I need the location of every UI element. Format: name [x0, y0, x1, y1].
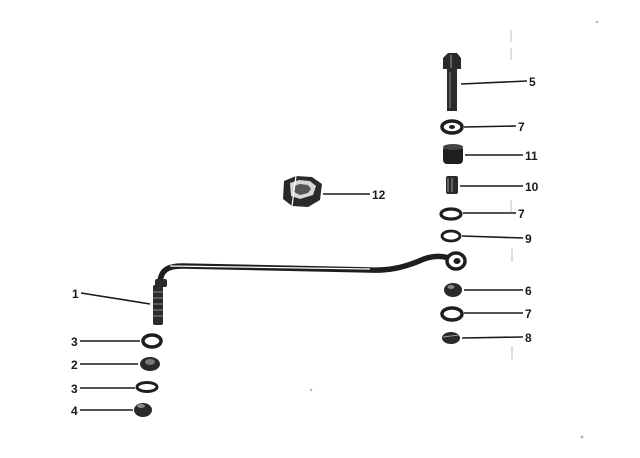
callout-4: 4: [71, 404, 78, 418]
leader-5: [460, 80, 528, 85]
callout-8: 8: [525, 331, 532, 345]
leader-8: [461, 336, 524, 339]
washer-icon: [440, 119, 464, 135]
callout-7: 7: [525, 307, 532, 321]
callout-labels: 1 3 2 3 4 12 5 7 11 10 7 9 6 7 8: [71, 75, 539, 418]
callout-7: 7: [518, 120, 525, 134]
link-rod-icon: [153, 251, 467, 325]
callout-11: 11: [525, 149, 538, 163]
callout-7: 7: [518, 207, 525, 221]
callout-6: 6: [525, 284, 532, 298]
washer-icon: [141, 333, 163, 349]
nut-icon: [444, 283, 462, 297]
bolt-icon: [443, 53, 461, 111]
callout-5: 5: [529, 75, 536, 89]
callout-1: 1: [72, 287, 79, 301]
washer-icon: [439, 207, 463, 221]
callout-3: 3: [71, 382, 78, 396]
leader-9: [461, 235, 524, 239]
nut-icon: [442, 332, 460, 344]
scan-artifacts: [309, 20, 599, 439]
callout-9: 9: [525, 232, 532, 246]
spacer-icon: [446, 176, 458, 194]
bushing-icon: [443, 144, 463, 164]
bushing-icon: [140, 357, 160, 371]
leader-lines: [80, 80, 528, 411]
washer-icon: [440, 229, 462, 243]
leader-7a: [463, 125, 517, 128]
callout-12: 12: [372, 188, 386, 202]
leader-1: [80, 292, 151, 305]
callout-10: 10: [525, 180, 539, 194]
nut-icon: [134, 403, 152, 417]
hex-nut-icon: [283, 175, 322, 207]
callout-3: 3: [71, 335, 78, 349]
callout-2: 2: [71, 358, 78, 372]
washer-icon: [440, 306, 464, 322]
washer-icon: [135, 381, 159, 393]
